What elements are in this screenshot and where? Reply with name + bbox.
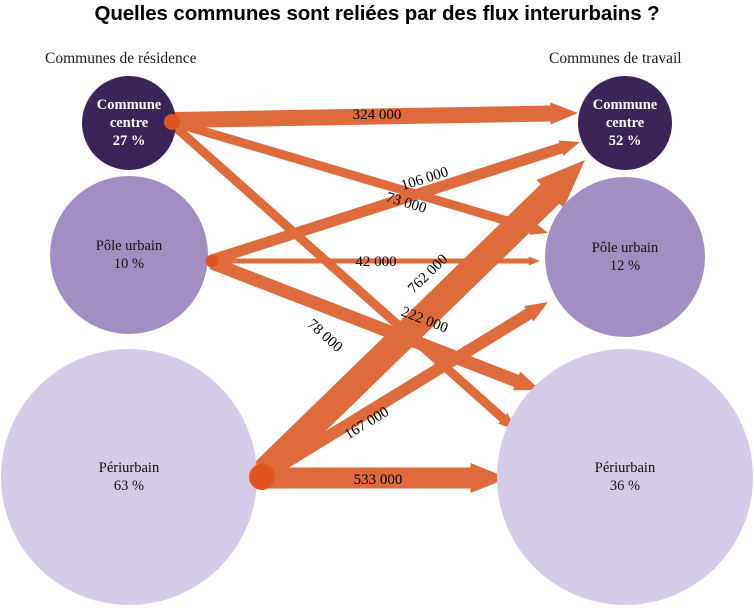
arrows-group xyxy=(169,102,585,493)
node-circle-cc-right[interactable] xyxy=(578,76,672,170)
flow-arrow-f9[interactable] xyxy=(262,463,508,493)
node-circle-pe-right[interactable] xyxy=(497,349,753,605)
node-circle-pe-left[interactable] xyxy=(1,349,257,605)
flow-origin-hub-cc-left xyxy=(164,114,180,130)
page-title: Quelles communes sont reliées par des fl… xyxy=(94,2,660,25)
flow-arrow-f2[interactable] xyxy=(170,117,549,235)
flow-value-label-f9: 533 000 xyxy=(354,472,403,488)
flow-origin-hub-pu-left xyxy=(205,254,219,268)
flow-arrow-f8[interactable] xyxy=(258,302,548,483)
node-circle-cc-left[interactable] xyxy=(82,76,176,170)
flow-value-label-f3: 78 000 xyxy=(304,316,345,355)
flow-value-label-f1: 324 000 xyxy=(353,107,402,123)
flow-arrow-f1[interactable] xyxy=(171,102,579,128)
flow-arrow-f5[interactable] xyxy=(212,256,540,266)
origin-hubs-group xyxy=(164,114,275,490)
column-header-left: Communes de résidence xyxy=(45,50,197,67)
flow-arrow-f4[interactable] xyxy=(210,140,580,266)
column-header-right: Communes de travail xyxy=(549,50,682,67)
circles-group xyxy=(1,76,753,605)
node-circle-pu-left[interactable] xyxy=(50,176,208,334)
flow-value-label-f5: 42 000 xyxy=(355,254,396,270)
flow-arrow-f7[interactable] xyxy=(250,160,585,486)
flow-origin-hub-pe-left xyxy=(249,464,275,490)
node-circle-pu-right[interactable] xyxy=(545,177,705,337)
